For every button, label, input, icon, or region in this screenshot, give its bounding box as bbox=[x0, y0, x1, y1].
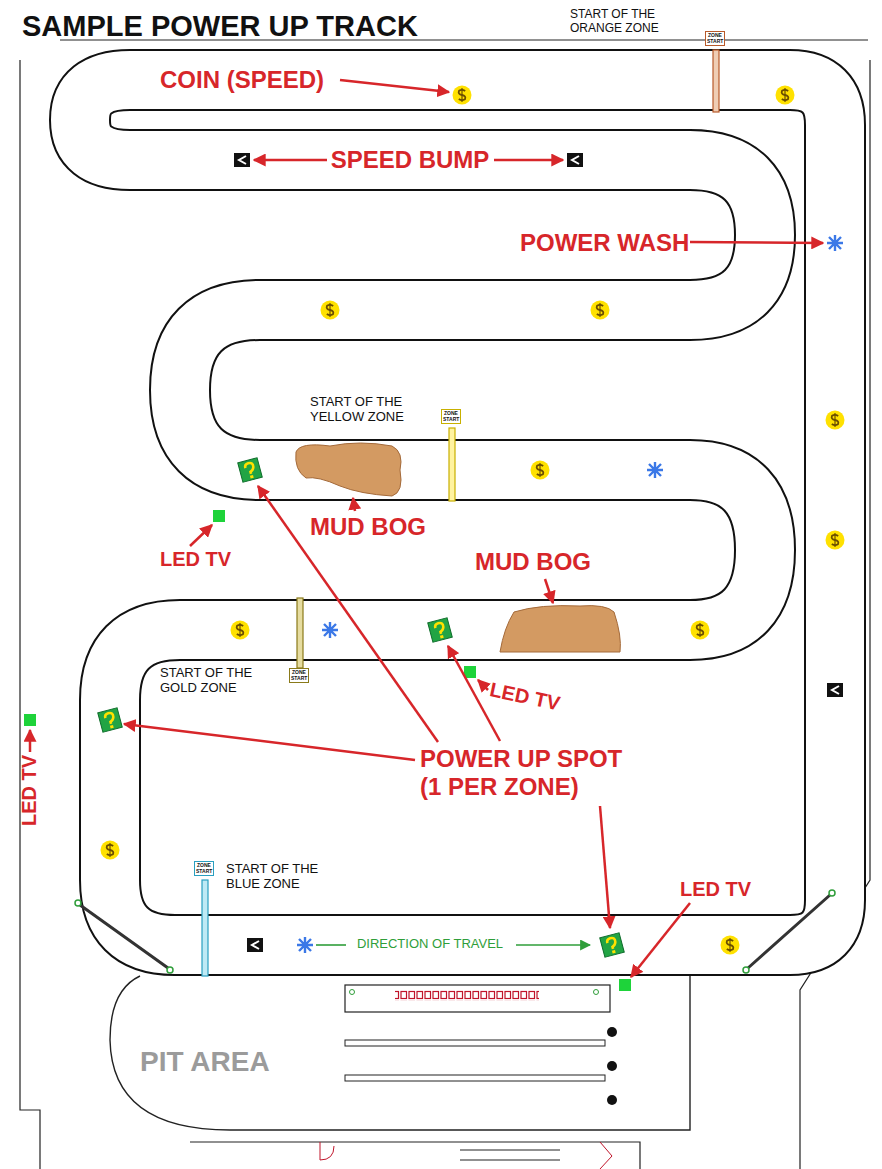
title: SAMPLE POWER UP TRACK bbox=[22, 10, 418, 43]
callout-label: LED TV bbox=[19, 754, 42, 825]
led-tv-icon bbox=[213, 510, 225, 522]
coin-icon bbox=[826, 531, 845, 550]
sign-text: ZONE START bbox=[196, 863, 212, 874]
speed-bump-icon bbox=[827, 683, 843, 697]
leader-arrow bbox=[545, 579, 553, 603]
orange-zone-line bbox=[713, 50, 719, 112]
marker-dot bbox=[75, 900, 81, 906]
callout-label: LED TV bbox=[488, 678, 562, 715]
outer-wall bbox=[20, 60, 40, 1169]
power-up-icon bbox=[600, 933, 624, 957]
area-label: PIT AREA bbox=[140, 1046, 270, 1078]
coin-icon bbox=[776, 86, 795, 105]
mud-bog bbox=[296, 443, 401, 496]
power-wash-icon bbox=[647, 462, 663, 478]
leader-arrow bbox=[478, 680, 488, 690]
led-tv-icon bbox=[619, 979, 631, 991]
direction-label: DIRECTION OF TRAVEL bbox=[357, 937, 503, 952]
leader-arrow bbox=[190, 525, 212, 546]
pit-bar bbox=[345, 1075, 605, 1081]
pit-bar bbox=[345, 1040, 605, 1046]
power-up-icon bbox=[98, 708, 122, 732]
marker-dot bbox=[743, 967, 749, 973]
zone-start-label: START OF THE GOLD ZONE bbox=[160, 666, 282, 696]
callout-label: POWER WASH bbox=[520, 229, 689, 257]
power-wash-icon bbox=[297, 937, 313, 953]
speed-bump-icon bbox=[567, 153, 583, 167]
zone-start-sign: ZONE START bbox=[194, 861, 214, 876]
marker-dot bbox=[167, 967, 173, 973]
zone-start-label: START OF THE ORANGE ZONE bbox=[570, 8, 685, 36]
direction-line bbox=[316, 944, 346, 946]
leader-arrow bbox=[254, 159, 327, 162]
callout-label: MUD BOG bbox=[475, 548, 591, 576]
speed-bump-icon bbox=[247, 938, 263, 952]
pit-dot bbox=[607, 1095, 617, 1105]
zone-start-sign: ZONE START bbox=[441, 409, 461, 424]
sign-text: ZONE START bbox=[443, 411, 459, 422]
leader-arrow bbox=[340, 80, 449, 92]
coin-icon bbox=[531, 461, 550, 480]
callout-label: LED TV bbox=[680, 878, 751, 901]
callout-label: POWER UP SPOT (1 PER ZONE) bbox=[420, 745, 635, 801]
pit-building bbox=[190, 1142, 640, 1169]
speed-bump-icon bbox=[234, 153, 250, 167]
callout-label: MUD BOG bbox=[310, 513, 426, 541]
track-surface bbox=[80, 80, 835, 945]
coin-icon bbox=[101, 841, 120, 860]
callout-label: SPEED BUMP bbox=[331, 146, 490, 174]
coin-icon bbox=[321, 301, 340, 320]
zone-start-label: START OF THE BLUE ZONE bbox=[226, 862, 351, 892]
coin-icon bbox=[591, 301, 610, 320]
leader-arrow bbox=[600, 806, 610, 928]
door-symbol bbox=[320, 1142, 612, 1169]
gold-zone-line bbox=[297, 598, 303, 668]
coin-icon bbox=[721, 936, 740, 955]
marker-dot bbox=[350, 990, 355, 995]
mud-bog bbox=[500, 606, 620, 652]
power-up-icon bbox=[238, 458, 262, 482]
coin-icon bbox=[691, 621, 710, 640]
leader-arrow bbox=[353, 498, 355, 511]
pit-dot bbox=[607, 1061, 617, 1071]
pit-lane bbox=[110, 976, 690, 1130]
sign-text: ZONE START bbox=[707, 33, 723, 44]
coin-icon bbox=[453, 86, 472, 105]
callout-label: LED TV bbox=[160, 548, 231, 571]
leader-arrow bbox=[258, 486, 438, 742]
callout-label: COIN (SPEED) bbox=[160, 66, 324, 94]
wall-rail bbox=[80, 895, 830, 968]
coin-icon bbox=[231, 621, 250, 640]
coin-icon bbox=[826, 411, 845, 430]
zone-start-sign: ZONE START bbox=[289, 668, 309, 683]
track-edge bbox=[80, 80, 835, 945]
zone-start-label: START OF THE YELLOW ZONE bbox=[310, 395, 435, 425]
leader-arrow bbox=[124, 724, 415, 760]
leader-arrow bbox=[29, 730, 32, 752]
pit-boxes bbox=[395, 990, 539, 1001]
power-wash-icon bbox=[827, 235, 843, 251]
leader-arrow bbox=[690, 242, 823, 243]
led-tv-icon bbox=[24, 714, 36, 726]
leader-arrow bbox=[631, 903, 690, 977]
leader-arrow bbox=[494, 159, 563, 162]
blue-zone-line bbox=[202, 880, 208, 976]
zone-start-sign: ZONE START bbox=[705, 31, 725, 46]
sign-text: ZONE START bbox=[291, 670, 307, 681]
pit-dot bbox=[607, 1027, 617, 1037]
marker-dot bbox=[829, 890, 835, 896]
direction-arrow bbox=[516, 944, 590, 946]
yellow-zone-line bbox=[449, 428, 455, 501]
pit-wall bbox=[345, 985, 610, 1012]
power-wash-icon bbox=[322, 622, 338, 638]
marker-dot bbox=[594, 990, 599, 995]
power-up-icon bbox=[428, 618, 452, 642]
